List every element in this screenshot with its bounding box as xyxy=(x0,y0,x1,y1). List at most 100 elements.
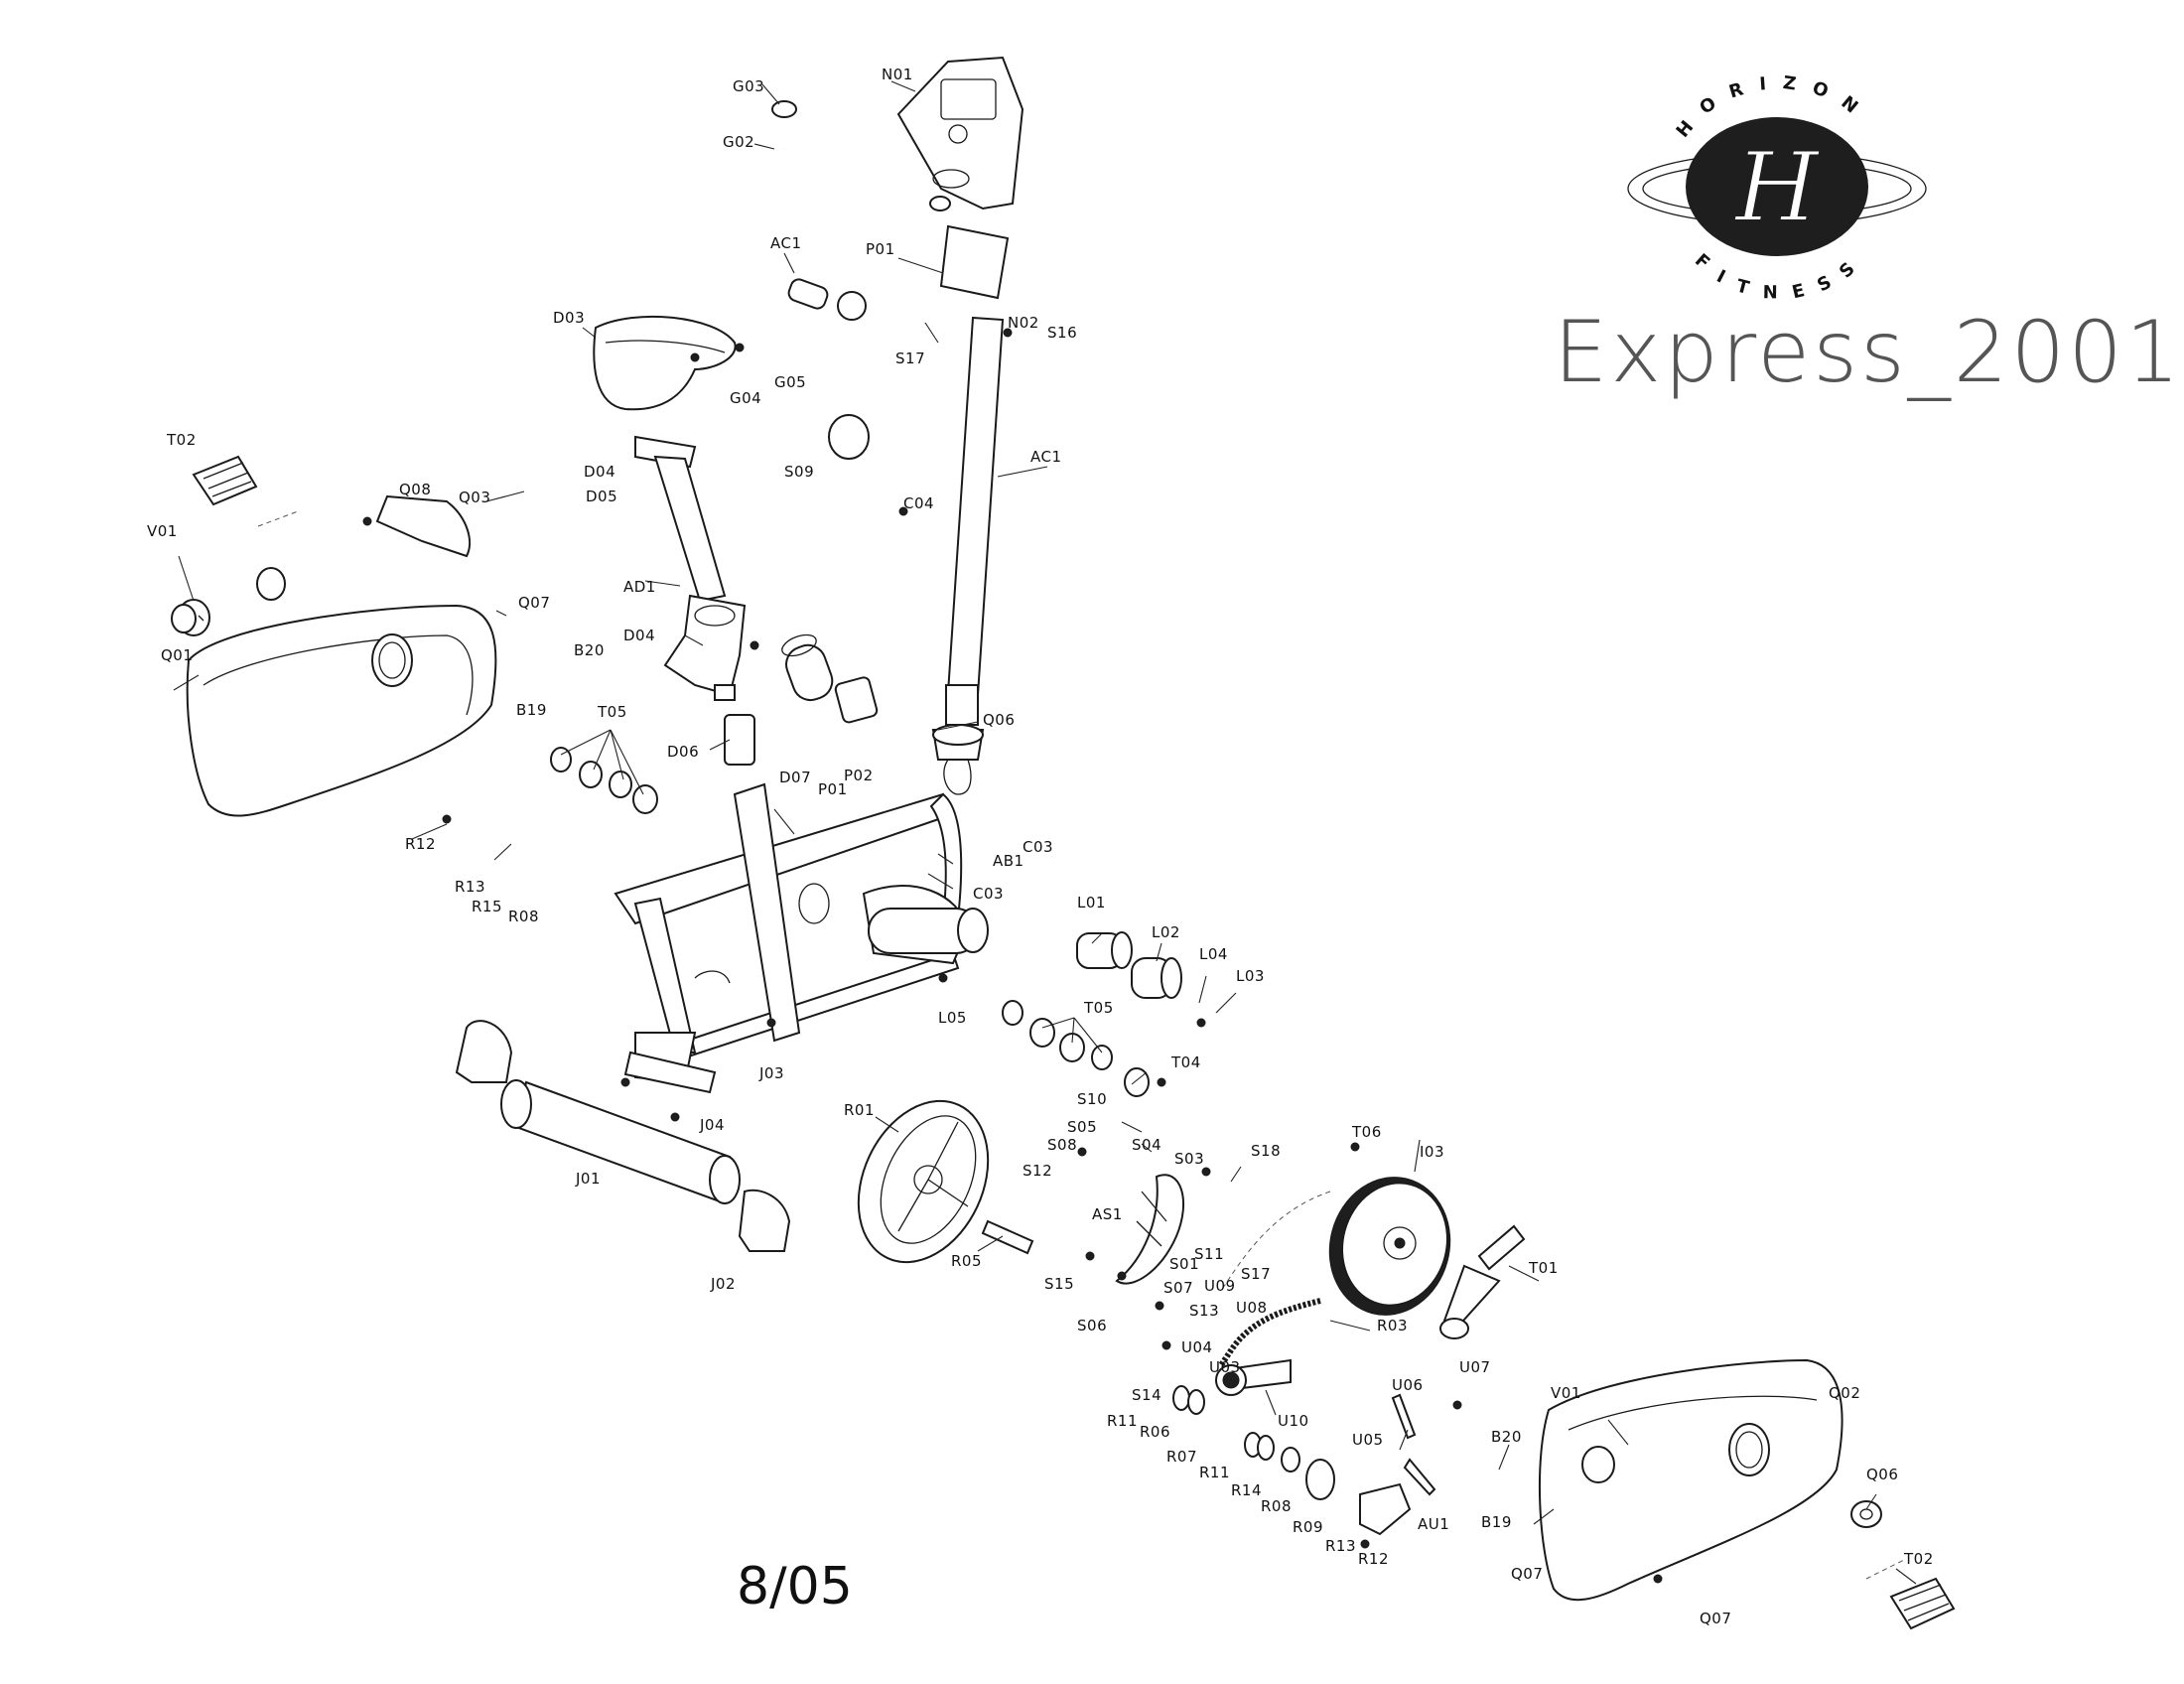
handlebar xyxy=(684,100,951,375)
label-q01: Q01 xyxy=(161,646,193,664)
label-l01: L01 xyxy=(1077,894,1106,912)
label-s13: S13 xyxy=(1189,1302,1219,1320)
pedal-right-t02 xyxy=(1865,1558,1956,1630)
label-l03: L03 xyxy=(1236,967,1265,985)
drive-pulley-i03 xyxy=(1328,1177,1451,1316)
label-c04: C04 xyxy=(903,494,934,512)
label-u08: U08 xyxy=(1236,1299,1268,1317)
label-s10: S10 xyxy=(1077,1090,1107,1108)
label-ac1-handlebar: AC1 xyxy=(770,234,802,252)
label-c03-bottom: C03 xyxy=(973,885,1004,903)
flywheel-r01 xyxy=(857,1099,990,1264)
label-n02: N02 xyxy=(1008,314,1039,332)
seat xyxy=(593,315,737,411)
label-g03: G03 xyxy=(733,77,764,95)
label-d06: D06 xyxy=(667,743,699,761)
label-s04: S04 xyxy=(1132,1136,1161,1154)
label-s05: S05 xyxy=(1067,1118,1097,1136)
label-r09: R09 xyxy=(1293,1518,1323,1536)
label-r12-right: R12 xyxy=(1358,1550,1389,1568)
label-q07-bottom: Q07 xyxy=(1700,1610,1731,1627)
label-s15: S15 xyxy=(1044,1275,1074,1293)
label-s09: S09 xyxy=(784,463,814,481)
label-r06: R06 xyxy=(1140,1423,1170,1441)
revision-date: 8/05 xyxy=(737,1557,853,1616)
fasteners xyxy=(362,328,1663,1584)
label-g05: G05 xyxy=(774,373,806,391)
axle-r05 xyxy=(981,1219,1034,1255)
label-s14: S14 xyxy=(1132,1386,1161,1404)
drive-belt-r03 xyxy=(1218,1191,1331,1367)
label-p01-top: P01 xyxy=(866,240,895,258)
label-q07-right: Q07 xyxy=(1511,1565,1543,1583)
label-d03: D03 xyxy=(553,309,585,327)
label-d05: D05 xyxy=(586,488,617,505)
right-shroud-q02 xyxy=(1538,1358,1882,1602)
label-l04: L04 xyxy=(1199,945,1228,963)
label-s18: S18 xyxy=(1251,1142,1281,1160)
label-r08-right: R08 xyxy=(1261,1497,1292,1515)
label-r01: R01 xyxy=(844,1101,875,1119)
label-t06: T06 xyxy=(1351,1123,1382,1141)
front-stabilizer xyxy=(455,1020,791,1252)
seat-hardware xyxy=(724,291,879,766)
label-j01: J01 xyxy=(575,1170,601,1188)
bearing-set-l01-l02 xyxy=(1076,931,1182,999)
label-r15: R15 xyxy=(472,898,502,915)
label-u03: U03 xyxy=(1209,1358,1241,1376)
leader-lines xyxy=(173,80,1917,1585)
label-au1: AU1 xyxy=(1418,1515,1449,1533)
label-n01: N01 xyxy=(882,66,913,83)
label-c03-top: C03 xyxy=(1023,838,1053,856)
label-u09: U09 xyxy=(1204,1277,1236,1295)
label-r07: R07 xyxy=(1166,1448,1197,1466)
label-u04: U04 xyxy=(1181,1338,1213,1356)
label-q03: Q03 xyxy=(459,489,490,506)
label-s16: S16 xyxy=(1047,324,1077,342)
model-title: Express_2001 xyxy=(1554,303,2183,402)
upright-mast xyxy=(931,316,1005,795)
label-b20-right: B20 xyxy=(1491,1428,1522,1446)
label-u06: U06 xyxy=(1392,1376,1424,1394)
label-q06-top: Q06 xyxy=(983,711,1015,729)
label-q02: Q02 xyxy=(1829,1384,1860,1402)
label-s17-bottom: S17 xyxy=(1241,1265,1271,1283)
label-q07-left: Q07 xyxy=(518,594,550,612)
label-p01-frame: P01 xyxy=(818,780,848,798)
label-d04: D04 xyxy=(584,463,615,481)
label-t05-left: T05 xyxy=(597,703,627,721)
crank-arm-t01 xyxy=(1439,1224,1526,1339)
label-as1: AS1 xyxy=(1092,1205,1123,1223)
label-t04: T04 xyxy=(1170,1053,1201,1071)
label-s06: S06 xyxy=(1077,1317,1107,1334)
label-b20-left: B20 xyxy=(574,641,605,659)
label-v01-left: V01 xyxy=(147,522,178,540)
label-ac1-mast: AC1 xyxy=(1030,448,1062,466)
logo-monogram: H xyxy=(1733,132,1821,243)
main-frame xyxy=(614,782,989,1094)
label-r05: R05 xyxy=(951,1252,982,1270)
label-d07: D07 xyxy=(779,769,811,786)
crank-washers xyxy=(1172,1385,1436,1536)
horizon-fitness-logo: H HORIZON FITNESS xyxy=(1627,72,1927,304)
label-j04: J04 xyxy=(699,1116,725,1134)
label-s11: S11 xyxy=(1194,1245,1224,1263)
label-j02: J02 xyxy=(710,1275,736,1293)
label-t01: T01 xyxy=(1528,1259,1559,1277)
left-shroud-q01 xyxy=(177,494,497,817)
part-labels: G03 N01 G02 AC1 P01 N02 S16 S17 D03 G04 … xyxy=(147,66,1933,1627)
label-ab1: AB1 xyxy=(993,852,1024,870)
label-r14: R14 xyxy=(1231,1481,1262,1499)
label-i03: I03 xyxy=(1420,1143,1444,1161)
label-b19-right: B19 xyxy=(1481,1513,1512,1531)
label-u05: U05 xyxy=(1352,1431,1384,1449)
label-q06-right: Q06 xyxy=(1866,1466,1898,1483)
label-q08: Q08 xyxy=(399,481,431,498)
label-r03: R03 xyxy=(1377,1317,1408,1334)
seat-post xyxy=(634,435,747,701)
label-p02: P02 xyxy=(844,767,874,784)
label-t05-right: T05 xyxy=(1083,999,1114,1017)
label-u07: U07 xyxy=(1459,1358,1491,1376)
label-s12: S12 xyxy=(1023,1162,1052,1180)
label-r11-bottom: R11 xyxy=(1199,1464,1230,1481)
